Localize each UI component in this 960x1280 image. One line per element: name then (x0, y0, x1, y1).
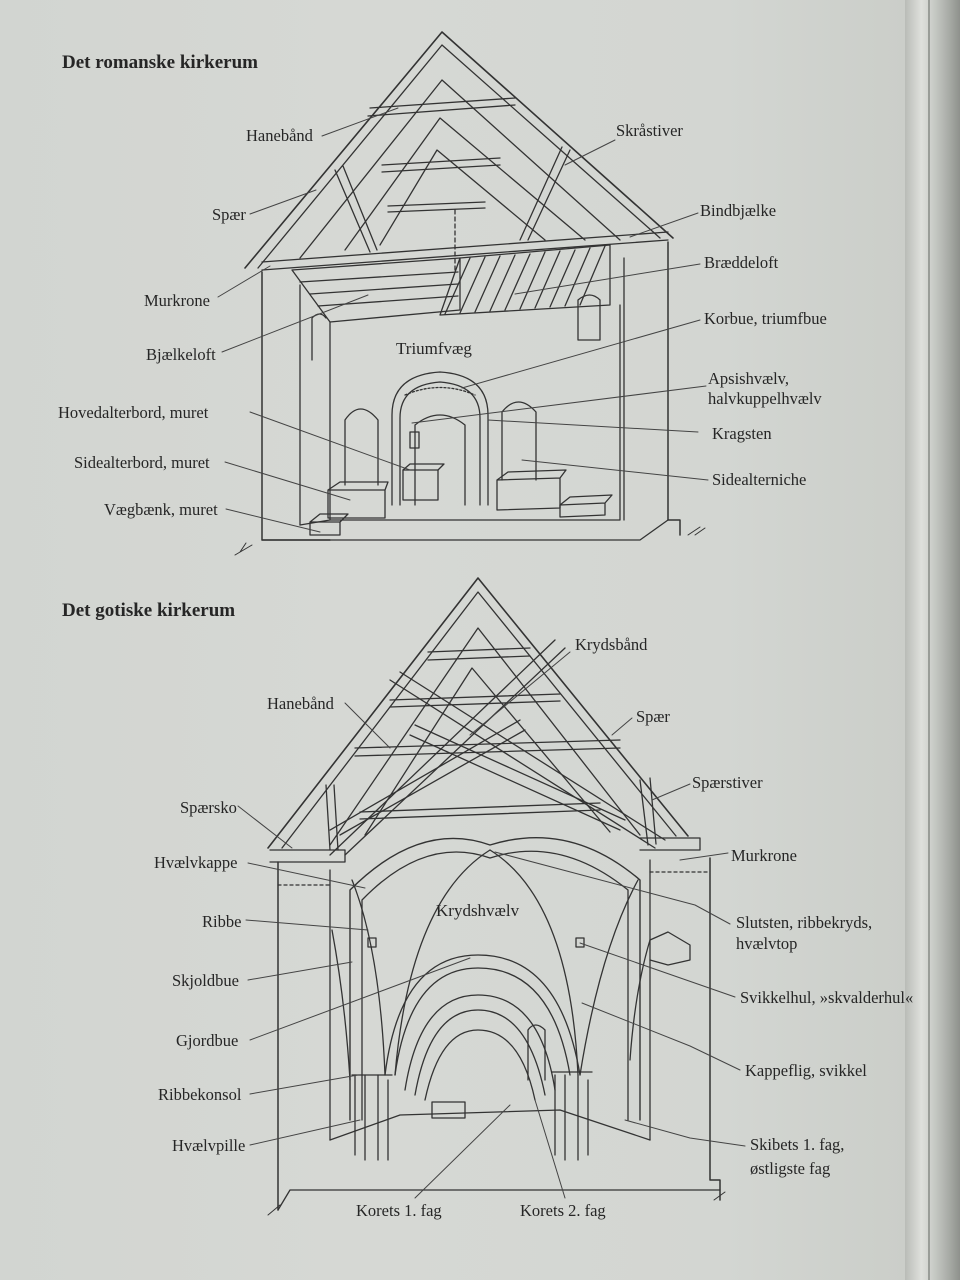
label-skraastiver: Skråstiver (616, 121, 683, 140)
label-bjaelkeloft: Bjælkeloft (146, 345, 216, 364)
label-oestligste-fag: østligste fag (750, 1159, 831, 1178)
label-krydshvaelv: Krydshvælv (436, 901, 520, 920)
page-edge (928, 0, 930, 1280)
label-kappeflig: Kappeflig, svikkel (745, 1061, 867, 1080)
label-hanebaand: Hanebånd (246, 126, 313, 145)
label-korets-1-fag: Korets 1. fag (356, 1201, 442, 1220)
label-krydsbaand: Krydsbånd (575, 635, 648, 654)
label-vaegbaenk: Vægbænk, muret (104, 500, 218, 519)
label-hanebaand-gothic: Hanebånd (267, 694, 334, 713)
label-korbue: Korbue, triumfbue (704, 309, 827, 328)
label-ribbe: Ribbe (202, 912, 242, 931)
label-kragsten: Kragsten (712, 424, 772, 443)
label-spaersko: Spærsko (180, 798, 237, 817)
label-triumfvaeg: Triumfvæg (396, 339, 472, 358)
label-murkrone-gothic: Murkrone (731, 846, 797, 865)
label-svikkelhul: Svikkelhul, »skvalderhul« (740, 988, 914, 1007)
label-sidealterbord: Sidealterbord, muret (74, 453, 210, 472)
label-slutsten: Slutsten, ribbekryds, (736, 913, 873, 932)
label-ribbekonsol: Ribbekonsol (158, 1085, 242, 1104)
romanesque-heading: Det romanske kirkerum (62, 52, 258, 73)
label-murkrone: Murkrone (144, 291, 210, 310)
label-spaer: Spær (212, 205, 246, 224)
label-spaerstiver: Spærstiver (692, 773, 763, 792)
label-hvaelvkappe: Hvælvkappe (154, 853, 238, 872)
romanesque-church-drawing (234, 31, 706, 556)
label-korets-2-fag: Korets 2. fag (520, 1201, 606, 1220)
label-sidealterniche: Sidealterniche (712, 470, 807, 489)
book-gutter (905, 0, 960, 1280)
gothic-heading: Det gotiske kirkerum (62, 600, 236, 621)
gothic-church-drawing (267, 577, 726, 1216)
label-braeddeloft: Bræddeloft (704, 253, 779, 272)
label-skibets-fag: Skibets 1. fag, (750, 1135, 845, 1154)
label-hvaelvpille: Hvælvpille (172, 1136, 246, 1155)
label-bindbjaelke: Bindbjælke (700, 201, 777, 220)
leader-lines (217, 107, 746, 1199)
label-gjordbue: Gjordbue (176, 1031, 239, 1050)
label-spaer-gothic: Spær (636, 707, 670, 726)
label-apsishvaelv: Apsishvælv, (708, 369, 789, 388)
label-halvkuppelhvaelv: halvkuppelhvælv (708, 389, 822, 408)
label-hvaelvtop: hvælvtop (736, 934, 798, 953)
label-hovedalterbord: Hovedalterbord, muret (58, 403, 209, 422)
book-page (0, 0, 905, 1280)
label-skjoldbue: Skjoldbue (172, 971, 239, 990)
